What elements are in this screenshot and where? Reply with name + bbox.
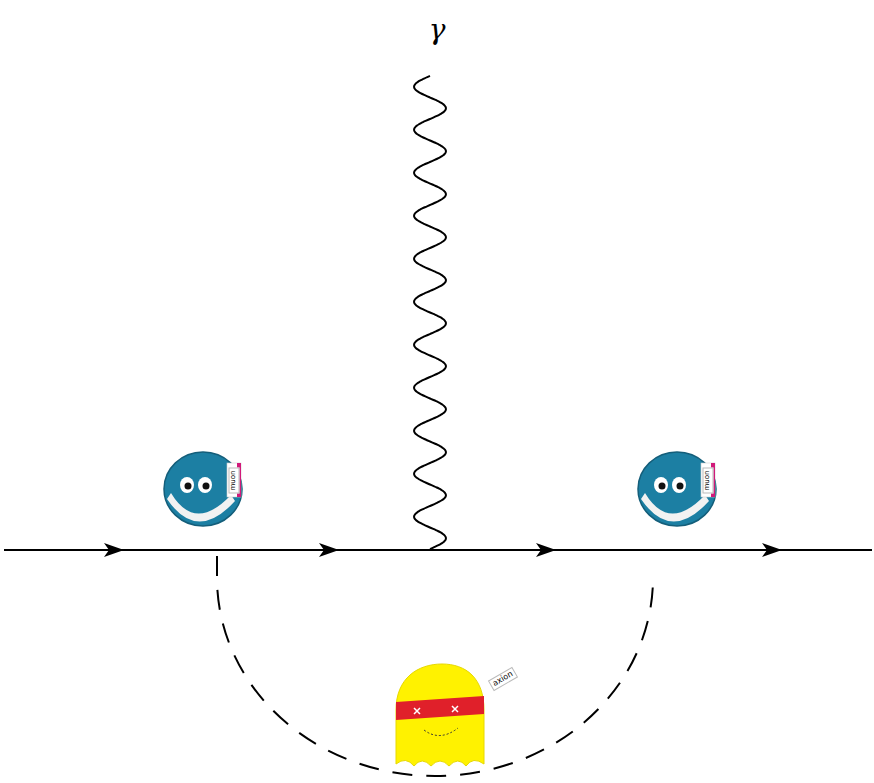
arrowhead — [319, 543, 339, 557]
smile — [167, 493, 235, 522]
pupil — [203, 483, 210, 490]
tag — [701, 463, 715, 497]
tag-text: axion — [488, 667, 518, 691]
muon-body — [164, 452, 242, 526]
muon-plush — [164, 452, 242, 526]
eye — [654, 477, 668, 493]
axion-plush — [396, 664, 484, 766]
arrowhead — [536, 543, 556, 557]
pupil — [185, 483, 192, 490]
photon-wave — [414, 76, 446, 549]
pupil — [677, 483, 684, 490]
axion-body — [396, 664, 484, 766]
tag — [227, 463, 241, 497]
arrowhead — [104, 543, 124, 557]
muon-plush — [638, 452, 716, 526]
fermion-arrows — [104, 543, 782, 557]
eye — [198, 477, 212, 493]
muon-body — [638, 452, 716, 526]
photon-line — [414, 76, 446, 549]
particle-label: γ — [429, 16, 446, 44]
eyes — [414, 706, 458, 714]
arrowhead — [762, 543, 782, 557]
smile — [424, 728, 458, 736]
pupil — [659, 483, 666, 490]
smile — [641, 493, 709, 522]
eye — [180, 477, 194, 493]
eye — [672, 477, 686, 493]
mask — [396, 696, 484, 720]
axion-propagator — [217, 556, 653, 776]
tag-text: muon — [702, 467, 713, 493]
fermion-line — [4, 549, 872, 551]
tag-text: muon — [228, 467, 239, 493]
